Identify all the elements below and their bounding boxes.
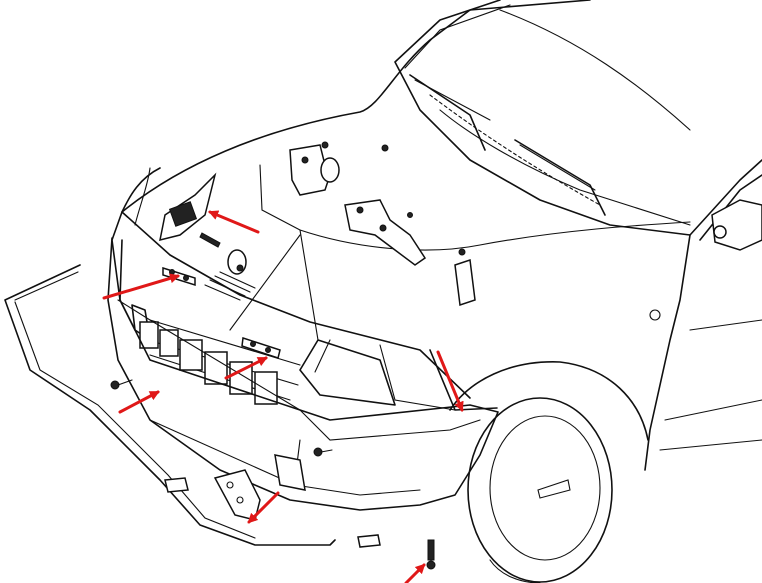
hood: [121, 0, 591, 399]
arrow-left-bolt: [118, 390, 160, 414]
hood-screw: [381, 144, 389, 152]
arrow-headlight-bracket: [208, 210, 260, 234]
wiper-right: [514, 139, 606, 216]
bottom-clip: [357, 534, 381, 548]
fog-lamp: [274, 454, 306, 491]
car-body: [111, 0, 762, 583]
wiper-left: [409, 74, 486, 151]
arrow-center-bumper-mount: [224, 356, 268, 380]
bumper-screw: [313, 447, 333, 457]
front-wheel: [467, 397, 613, 583]
bracket-clip: [168, 201, 198, 227]
wheel-arch: [449, 361, 649, 441]
bumper-trim-strip: [4, 264, 336, 546]
front-bumper: [4, 237, 499, 548]
arrow-bottom-bolt: [404, 563, 426, 583]
left-bolt: [110, 379, 133, 390]
lower-bracket: [213, 469, 261, 521]
side-mirror: [711, 199, 762, 251]
right-headlight: [299, 339, 396, 406]
center-bumper-mount: [241, 337, 281, 359]
arrow-left-bumper-mount: [102, 273, 180, 300]
small-screw: [199, 232, 221, 248]
grille: [139, 271, 301, 405]
release-cable-end: [454, 248, 476, 307]
lower-clip: [164, 477, 189, 493]
arrows: [102, 210, 464, 583]
bumper-nut: [227, 249, 247, 275]
windshield: [394, 0, 762, 236]
bottom-bolt: [426, 539, 436, 570]
latch-bracket: [344, 199, 427, 266]
fasteners: [110, 141, 476, 570]
arrow-fender-side-mount: [436, 350, 464, 412]
arrow-lower-bracket: [247, 491, 280, 524]
bumper-shell: [107, 237, 499, 511]
hood-latch: [289, 141, 340, 196]
